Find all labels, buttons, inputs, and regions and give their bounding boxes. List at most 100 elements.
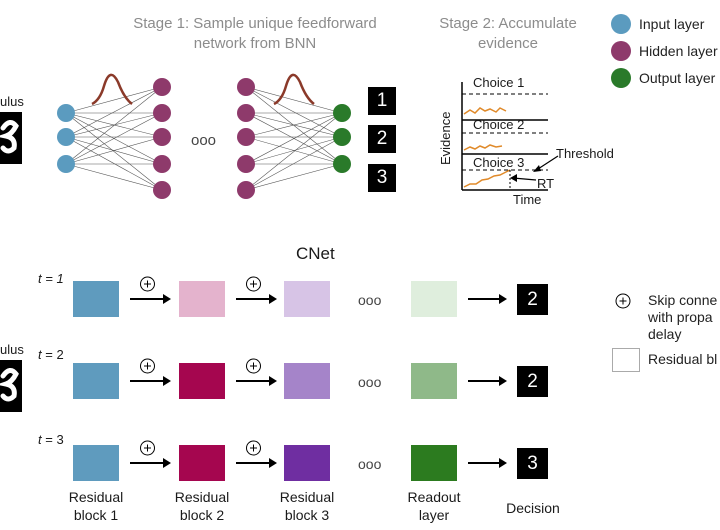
network-edge xyxy=(65,86,163,114)
caption-residual-block-1-line2: block 1 xyxy=(73,507,119,523)
caption-readout-layer-line2: layer xyxy=(418,507,450,523)
caption-residual-block-3-line2: block 3 xyxy=(284,507,330,523)
input-layer-legend-marker xyxy=(611,14,631,34)
input-node xyxy=(57,104,75,122)
row-t2-time-value: 2 xyxy=(56,347,64,362)
network-edge xyxy=(245,86,343,114)
network-edge xyxy=(245,86,343,138)
rt-label: RT xyxy=(537,176,555,191)
stage2-title-line2: evidence xyxy=(477,35,539,52)
choice3-evidence-trace xyxy=(463,169,511,188)
caption-decision: Decision xyxy=(493,499,573,517)
row2-residual-block-2 xyxy=(179,363,225,399)
output-layer-legend-marker xyxy=(611,68,631,88)
network-edge xyxy=(65,136,163,165)
row2-arrowhead xyxy=(163,376,171,386)
caption-residual-block-1: Residual block 1 xyxy=(56,488,136,524)
stage1-title: Stage 1: Sample unique feedforward netwo… xyxy=(110,14,400,54)
hidden-node xyxy=(237,104,255,122)
skip-legend-line2: with propa xyxy=(648,309,713,325)
hidden-node xyxy=(237,78,255,96)
hidden-node xyxy=(153,181,171,199)
cnet-title: CNet xyxy=(296,244,335,263)
hidden-node xyxy=(153,104,171,122)
stage1-title-line1: Stage 1: Sample unique feedforward xyxy=(133,15,377,32)
network-edge xyxy=(65,136,163,191)
choice3-label: Choice 3 xyxy=(473,155,525,170)
output-layer-legend-label: Output layer xyxy=(639,70,716,86)
stimulus-label-bottom: ulus xyxy=(0,342,24,357)
stage2-title-line1: Stage 2: Accumulate xyxy=(439,15,577,32)
row1-arrowhead xyxy=(163,294,171,304)
caption-readout-layer: Readout layer xyxy=(394,488,474,524)
row2-residual-block-3 xyxy=(284,363,330,399)
skip-legend-line1: Skip conne xyxy=(648,292,718,308)
weight-distribution-curve-1 xyxy=(91,73,133,106)
row2-decision: 2 xyxy=(517,366,548,397)
hidden-layer-legend-label: Hidden layer xyxy=(639,43,718,59)
caption-readout-layer-line1: Readout xyxy=(407,489,461,505)
cnet-ellipsis-row2: ooo xyxy=(358,374,382,390)
stage2-title: Stage 2: Accumulate evidence xyxy=(420,14,596,54)
row3-residual-block-2 xyxy=(179,445,225,481)
network-edge xyxy=(245,86,343,165)
row2-arrowhead xyxy=(269,376,277,386)
cnet-ellipsis-row3: ooo xyxy=(358,456,382,472)
hidden-node xyxy=(237,181,255,199)
cnet-ellipsis-row1: ooo xyxy=(358,292,382,308)
bnn-network-diagram xyxy=(57,73,351,199)
network-edge xyxy=(65,86,163,138)
stimulus-digit-bottom xyxy=(0,368,19,402)
hidden-layer-legend-marker xyxy=(611,41,631,61)
hidden-node xyxy=(153,155,171,173)
hidden-node xyxy=(237,128,255,146)
output-box-2: 2 xyxy=(368,125,396,153)
row1-arrowhead xyxy=(499,294,507,304)
output-node xyxy=(333,104,351,122)
stimulus-label-top: ulus xyxy=(0,94,24,109)
network-edge xyxy=(245,112,343,138)
caption-residual-block-2-line2: block 2 xyxy=(179,507,225,523)
threshold-arrow xyxy=(537,155,559,170)
hidden-node xyxy=(237,155,255,173)
row3-residual-block-1 xyxy=(73,445,119,481)
row-t3-time-label: t = 3 xyxy=(38,432,64,447)
network-edge xyxy=(245,163,343,191)
threshold-arrowhead xyxy=(533,165,541,172)
network-edge xyxy=(245,136,343,191)
choice2-label: Choice 2 xyxy=(473,117,525,132)
input-layer-legend-label: Input layer xyxy=(639,16,705,32)
network-ellipsis: ooo xyxy=(191,132,217,149)
network-edge xyxy=(65,112,163,165)
choice1-evidence-trace xyxy=(463,107,507,115)
network-edge xyxy=(245,136,343,165)
row-t3-time-value: 3 xyxy=(56,432,64,447)
residual-block-legend-label: Residual bl xyxy=(648,351,718,367)
output-node xyxy=(333,128,351,146)
network-edge xyxy=(245,112,343,165)
choice2-evidence-trace xyxy=(463,144,503,151)
caption-residual-block-2-line1: Residual xyxy=(174,489,230,505)
row2-residual-block-1 xyxy=(73,363,119,399)
skip-connection-legend-icon xyxy=(615,293,631,309)
rt-arrowhead xyxy=(510,174,517,182)
time-axis-label: Time xyxy=(513,192,542,207)
network-edge xyxy=(65,163,163,191)
row1-residual-block-1 xyxy=(73,281,119,317)
row3-arrowhead xyxy=(499,458,507,468)
network-edge xyxy=(65,112,163,138)
network-edge xyxy=(65,112,163,191)
evidence-accumulation-plot xyxy=(461,82,559,191)
input-node xyxy=(57,128,75,146)
caption-residual-block-3-line1: Residual xyxy=(279,489,335,505)
skip-connection-legend-label: Skip conne with propa delay xyxy=(648,292,717,343)
threshold-label: Threshold xyxy=(556,146,614,161)
output-node xyxy=(333,155,351,173)
row1-arrowhead xyxy=(269,294,277,304)
evidence-axis-label: Evidence xyxy=(438,111,453,165)
residual-block-legend-swatch xyxy=(612,348,640,372)
caption-residual-block-1-line1: Residual xyxy=(68,489,124,505)
output-box-3: 3 xyxy=(368,164,396,192)
row-t1-time-value: 1 xyxy=(56,271,64,286)
